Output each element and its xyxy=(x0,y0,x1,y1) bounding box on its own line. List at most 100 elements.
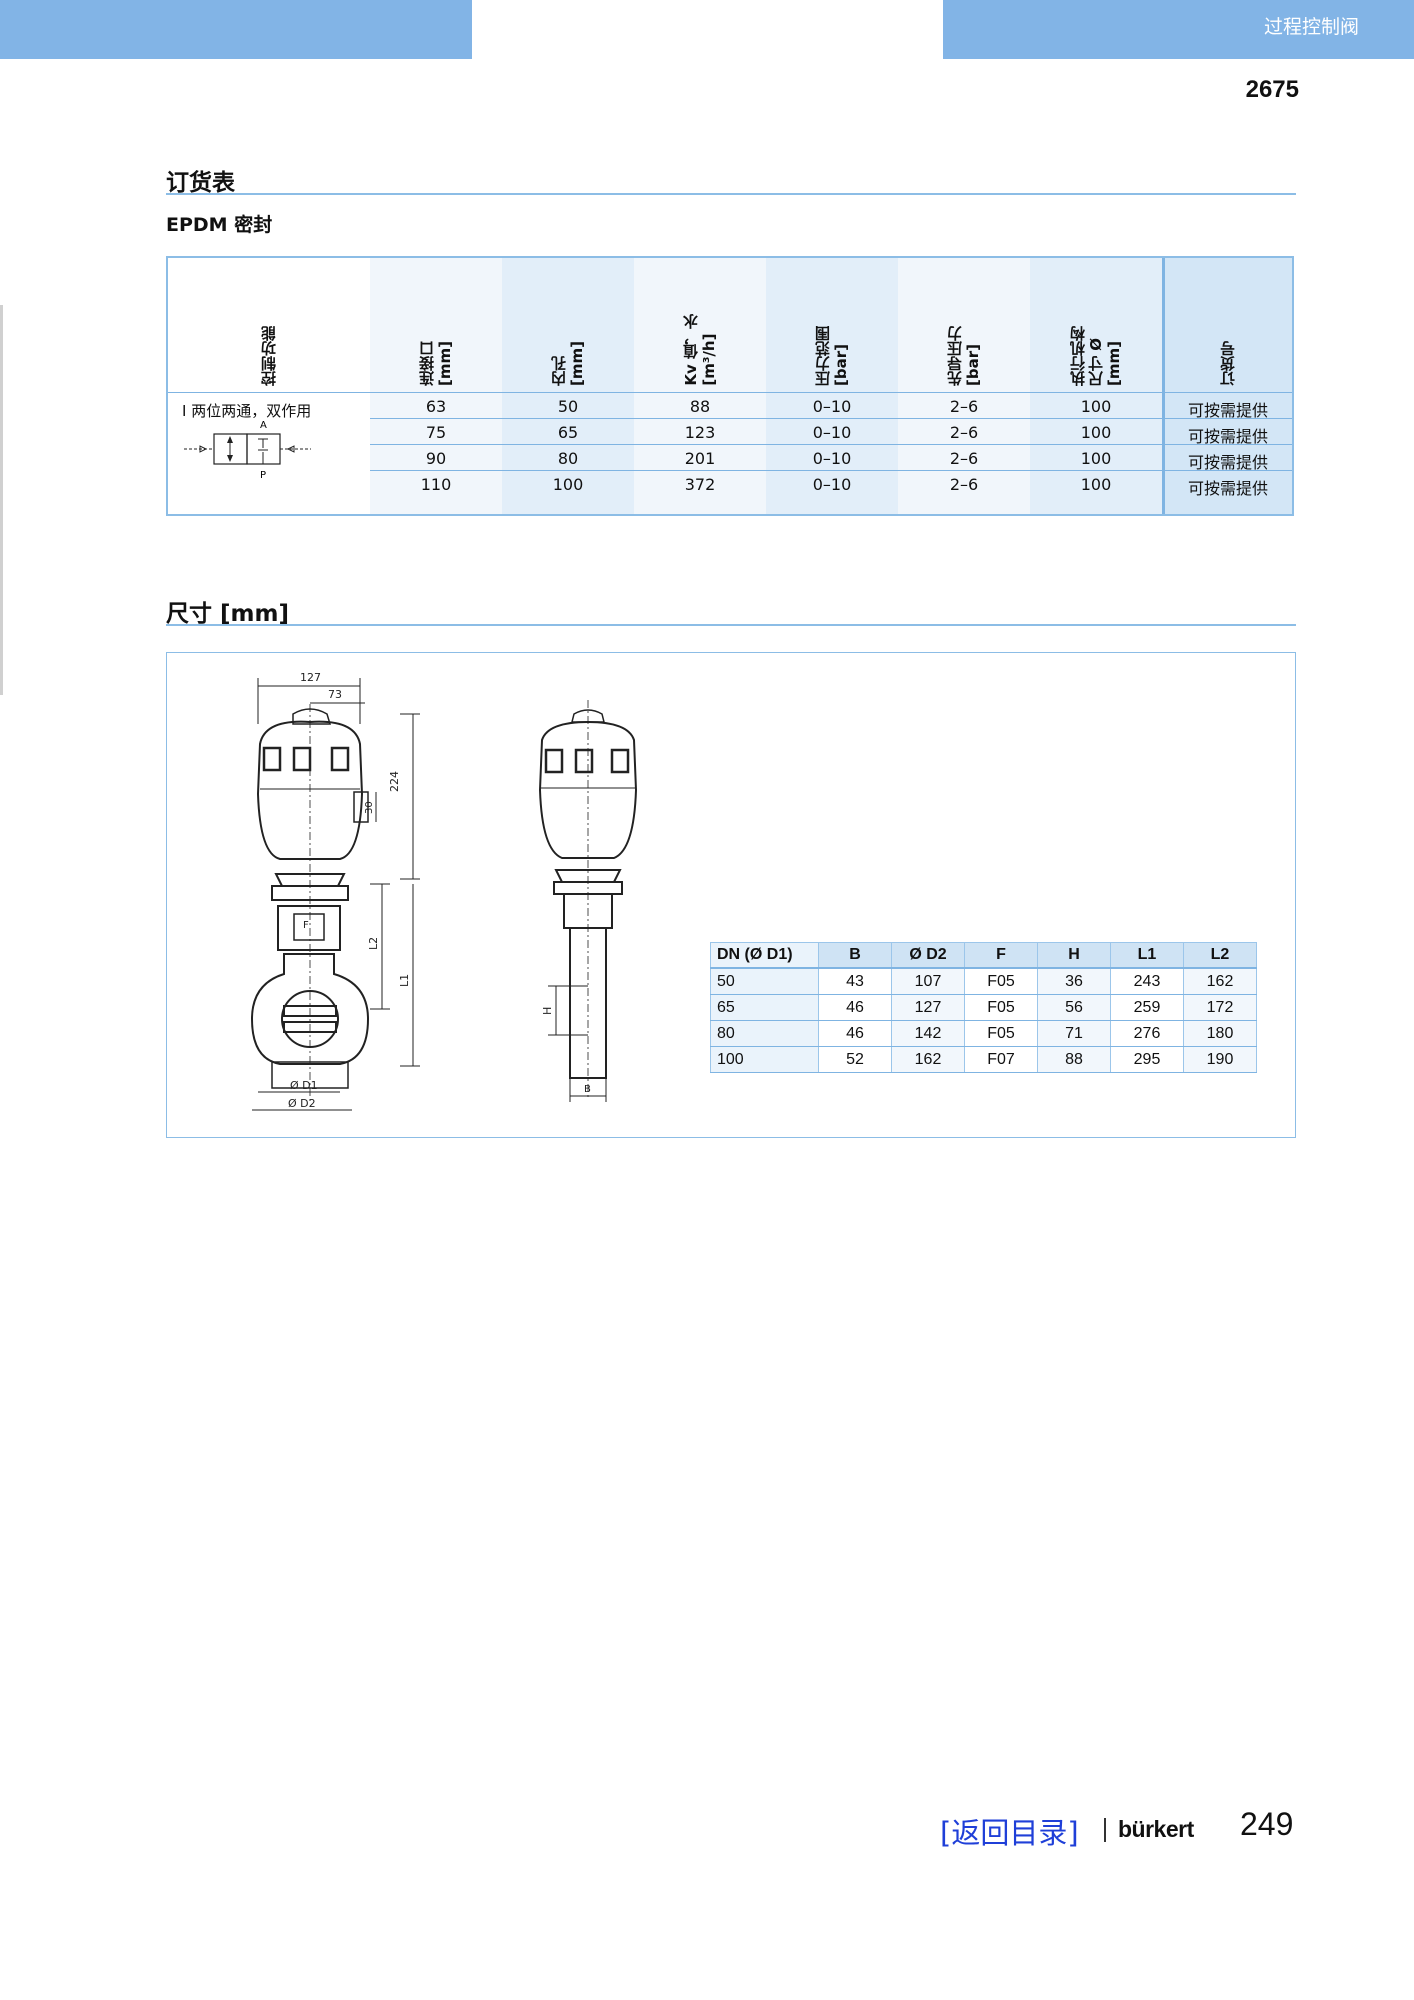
dimension-title-rule xyxy=(166,624,1296,626)
cell-pilot: 2–6 xyxy=(949,475,979,494)
product-number: 2675 xyxy=(1245,76,1299,103)
dim-cell: 172 xyxy=(1183,994,1257,1021)
port-p-label: P xyxy=(260,470,266,481)
dim-cell: 50 xyxy=(710,968,819,995)
header-control-function: 控制功能 xyxy=(260,326,278,386)
page-edge-mark xyxy=(0,305,3,695)
cell-pilot: 2–6 xyxy=(949,397,979,416)
order-table: 控制功能 连接口 [mm] 内孔 [mm] Kv 值，水 [m³/h] 压力范围… xyxy=(166,256,1294,516)
dim-cell: 162 xyxy=(891,1046,965,1073)
header-band-left xyxy=(0,0,472,59)
dim-cell: F05 xyxy=(964,968,1038,995)
dimension-frame xyxy=(166,652,1296,1138)
cell-pilot: 2–6 xyxy=(949,449,979,468)
cell-actuator: 100 xyxy=(1080,475,1112,494)
col-bg-kv xyxy=(634,258,766,514)
dim-cell: 162 xyxy=(1183,968,1257,995)
cell-order-number: 可按需提供 xyxy=(1187,401,1268,420)
cell-pilot: 2–6 xyxy=(949,423,979,442)
dim-header-l2: L2 xyxy=(1183,942,1257,969)
cell-connection: 75 xyxy=(425,423,447,442)
cell-kv: 372 xyxy=(684,475,716,494)
dim-cell: 80 xyxy=(710,1020,819,1047)
control-function-label: I 两位两通，双作用 xyxy=(182,402,312,420)
dim-cell: 190 xyxy=(1183,1046,1257,1073)
table-row: 65 46 127 F05 56 259 172 xyxy=(710,994,1257,1021)
row-rule xyxy=(370,418,1292,419)
col-bg-function xyxy=(168,258,370,514)
dim-cell: F07 xyxy=(964,1046,1038,1073)
cell-actuator: 100 xyxy=(1080,449,1112,468)
dim-cell: 107 xyxy=(891,968,965,995)
dim-b-label: B xyxy=(584,1084,591,1095)
dim-d2-label: Ø D2 xyxy=(288,1097,316,1110)
cell-kv: 201 xyxy=(684,449,716,468)
dim-127-label: 127 xyxy=(300,671,321,684)
header-order-number: 订货号 xyxy=(1219,341,1237,386)
footer-separator xyxy=(1104,1818,1106,1842)
dim-header-l1: L1 xyxy=(1110,942,1184,969)
header-bore: 内孔 [mm] xyxy=(550,341,586,386)
cell-actuator: 100 xyxy=(1080,397,1112,416)
header-category: 过程控制阀 xyxy=(1263,16,1359,38)
port-a-label: A xyxy=(260,420,267,431)
dim-cell: 180 xyxy=(1183,1020,1257,1047)
cell-order-number: 可按需提供 xyxy=(1187,479,1268,498)
col-bg-bore xyxy=(502,258,634,514)
dim-header-b: B xyxy=(818,942,892,969)
page-number: 249 xyxy=(1240,1806,1294,1842)
table-row: 80 46 142 F05 71 276 180 xyxy=(710,1020,1257,1047)
col-bg-order xyxy=(1162,258,1292,514)
cell-actuator: 100 xyxy=(1080,423,1112,442)
cell-bore: 80 xyxy=(557,449,579,468)
dim-cell: 259 xyxy=(1110,994,1184,1021)
dim-header-dn: DN (Ø D1) xyxy=(710,942,819,969)
cell-connection: 90 xyxy=(425,449,447,468)
back-to-contents-link[interactable]: [返回目录] xyxy=(940,1816,1079,1850)
dim-cell: 295 xyxy=(1110,1046,1184,1073)
cell-connection: 110 xyxy=(420,475,452,494)
cell-pressure: 0–10 xyxy=(812,475,852,494)
header-pilot-pressure: 先导压力 [bar] xyxy=(946,326,982,386)
dim-l2-label: L2 xyxy=(367,937,380,950)
row-rule xyxy=(370,470,1292,471)
cell-kv: 123 xyxy=(684,423,716,442)
dim-cell: F05 xyxy=(964,994,1038,1021)
dim-cell: 36 xyxy=(1037,968,1111,995)
header-band-right: 过程控制阀 xyxy=(943,0,1414,59)
cell-kv: 88 xyxy=(689,397,711,416)
dim-header-f: F xyxy=(964,942,1038,969)
dim-header-h: H xyxy=(1037,942,1111,969)
header-pressure-range: 压力范围 [bar] xyxy=(814,326,850,386)
dim-cell: F05 xyxy=(964,1020,1038,1047)
dim-cell: 243 xyxy=(1110,968,1184,995)
dim-cell: 46 xyxy=(818,994,892,1021)
col-bg-pilot xyxy=(898,258,1030,514)
dim-cell: 71 xyxy=(1037,1020,1111,1047)
dim-cell: 142 xyxy=(891,1020,965,1047)
dimension-table: DN (Ø D1) B Ø D2 F H L1 L2 50 43 107 F05… xyxy=(710,942,1257,1073)
order-title-rule xyxy=(166,193,1296,195)
dimension-title: 尺寸 [mm] xyxy=(166,601,289,627)
cell-pressure: 0–10 xyxy=(812,423,852,442)
header-actuator-size: 执行机构 尺寸 Ø [mm] xyxy=(1069,326,1123,386)
col-bg-pressure xyxy=(766,258,898,514)
dim-73-label: 73 xyxy=(328,688,342,701)
dim-h-label: H xyxy=(541,1007,554,1015)
dim-cell: 65 xyxy=(710,994,819,1021)
cell-pressure: 0–10 xyxy=(812,449,852,468)
order-table-title: 订货表 xyxy=(166,170,235,196)
col-bg-connection xyxy=(370,258,502,514)
dim-cell: 88 xyxy=(1037,1046,1111,1073)
header-kv: Kv 值，水 [m³/h] xyxy=(682,314,718,386)
header-connection: 连接口 [mm] xyxy=(418,341,454,386)
dim-224-label: 224 xyxy=(388,771,401,792)
cell-pressure: 0–10 xyxy=(812,397,852,416)
cell-bore: 100 xyxy=(552,475,584,494)
dim-cell: 46 xyxy=(818,1020,892,1047)
dim-30-label: 30 xyxy=(364,801,375,814)
dim-cell: 56 xyxy=(1037,994,1111,1021)
cell-order-number: 可按需提供 xyxy=(1187,453,1268,472)
table-row: 100 52 162 F07 88 295 190 xyxy=(710,1046,1257,1073)
dim-cell: 127 xyxy=(891,994,965,1021)
